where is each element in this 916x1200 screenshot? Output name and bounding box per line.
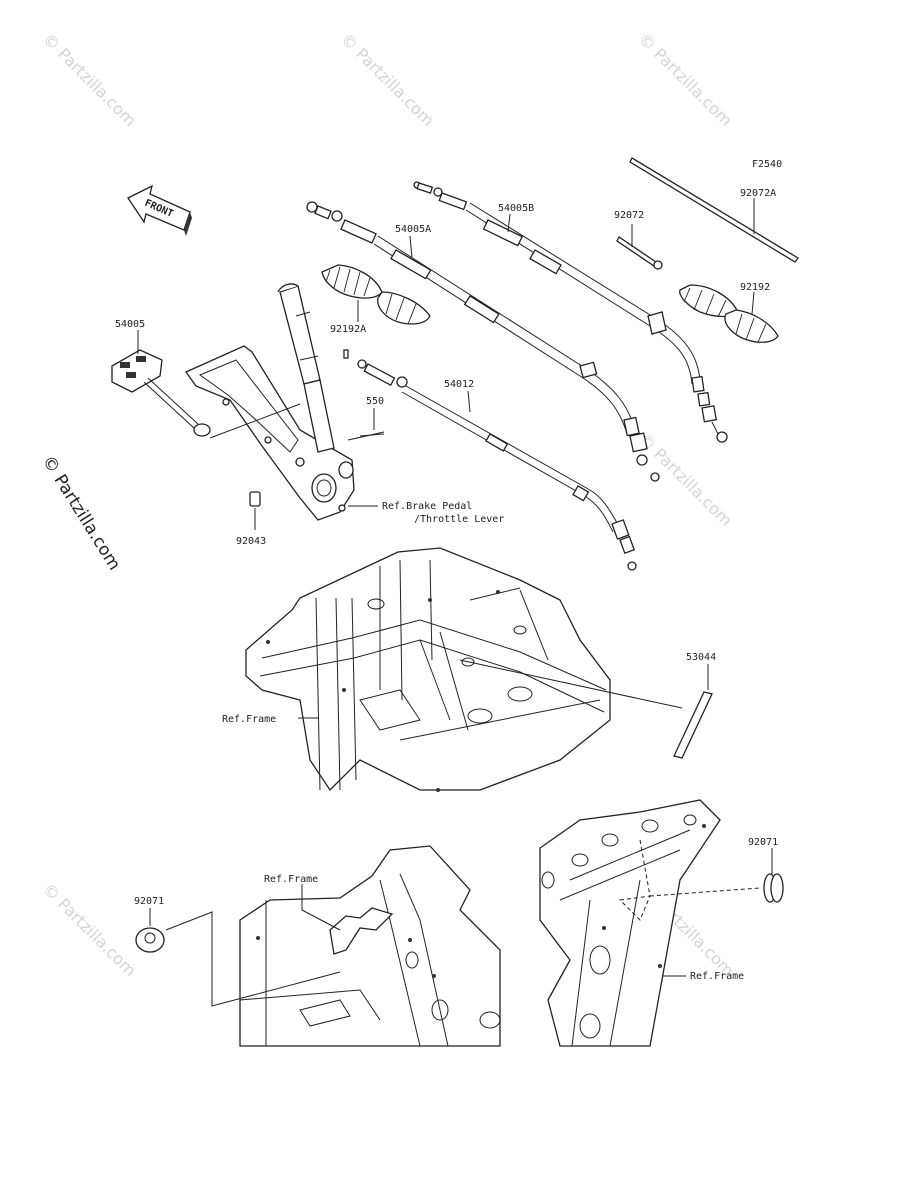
callout-92071-left: 92071: [134, 896, 164, 907]
callout-54005A: 54005A: [395, 224, 431, 235]
callout-92043: 92043: [236, 536, 266, 547]
callout-550: 550: [366, 396, 384, 407]
part-92072A-long-band: [629, 157, 799, 263]
frame-middle-illustration: [245, 547, 683, 792]
ref-frame-middle: Ref.Frame: [222, 714, 276, 725]
callout-54012: 54012: [444, 379, 474, 390]
callout-92071-right: 92071: [748, 837, 778, 848]
callout-54005B: 54005B: [498, 203, 534, 214]
watermark-top-left: © Partzilla.com: [39, 29, 140, 130]
part-92071-right-grommet: [763, 848, 784, 903]
watermark-top-middle: © Partzilla.com: [337, 29, 438, 130]
leader-54012: [467, 390, 471, 413]
front-direction-arrow: FRONT: [127, 184, 192, 236]
part-54005-switch: [111, 330, 301, 439]
watermark-left-dark: © Partzilla.com: [38, 452, 124, 574]
part-92192-boot: [679, 284, 779, 343]
part-550-pin: [359, 408, 385, 437]
ref-frame-bottom-right: Ref.Frame: [690, 971, 744, 982]
part-92071-left-plug: [135, 908, 341, 1007]
ref-brake-pedal: Ref.Brake Pedal: [382, 501, 472, 512]
part-54005B-cable: [413, 181, 728, 443]
watermark-mid-right: © Partzilla.com: [635, 429, 736, 530]
callout-53044: 53044: [686, 652, 716, 663]
ref-throttle-lever: /Throttle Lever: [414, 514, 504, 525]
part-54012-cable: [343, 349, 637, 571]
callout-92072A: 92072A: [740, 188, 776, 199]
frame-bottom-right-illustration: [539, 799, 761, 1047]
watermark-bottom-left: © Partzilla.com: [39, 879, 140, 980]
watermark-top-right: © Partzilla.com: [635, 29, 736, 130]
part-92043-pin: [249, 491, 261, 530]
callout-54005: 54005: [115, 319, 145, 330]
part-92192A-boot: [321, 264, 431, 325]
figure-code: F2540: [752, 159, 782, 170]
leader-54005B: [507, 213, 511, 233]
part-92072-clamp-band: [616, 224, 663, 270]
callout-92192: 92192: [740, 282, 770, 293]
frame-bottom-left-illustration: [239, 845, 501, 1047]
part-53044-strip: [673, 664, 713, 759]
callout-92192A: 92192A: [330, 324, 366, 335]
callout-92072: 92072: [614, 210, 644, 221]
lever-assembly: [185, 283, 385, 521]
ref-frame-bottom-left: Ref.Frame: [264, 874, 318, 885]
part-54005A-cable: [306, 201, 660, 482]
leader-54005A: [409, 235, 413, 259]
